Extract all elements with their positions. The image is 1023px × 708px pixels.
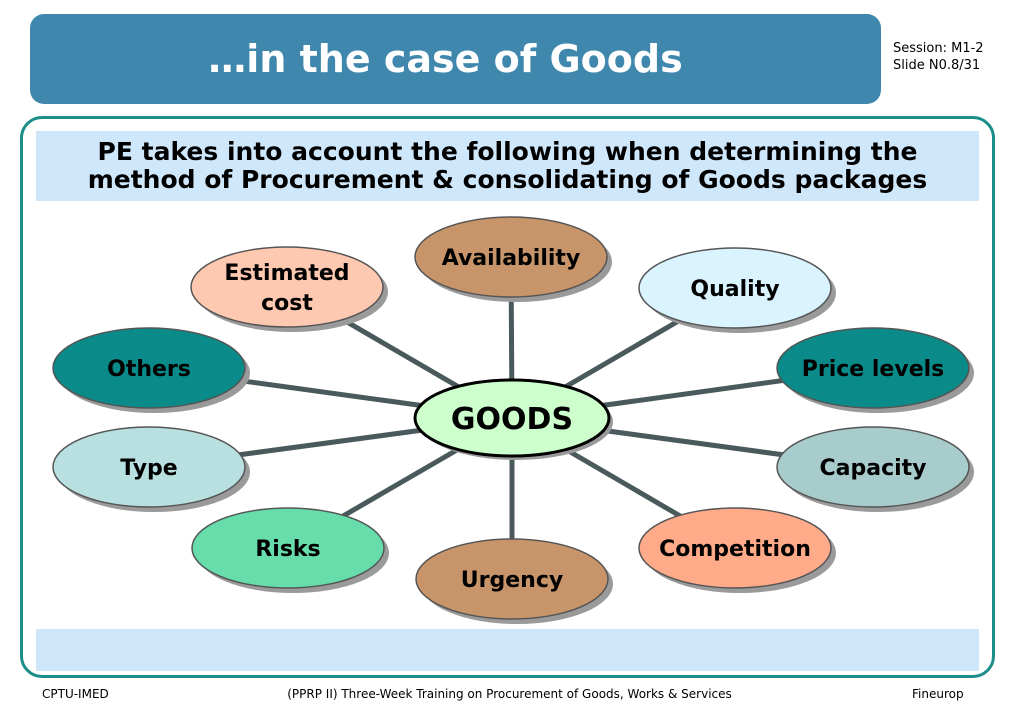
node-label-estimated-cost: cost: [261, 291, 313, 316]
node-type: Type: [52, 426, 250, 512]
footer-right: Fineurop: [912, 687, 964, 701]
node-label-competition: Competition: [659, 537, 811, 562]
center-node-ellipse: [413, 378, 611, 458]
node-ellipse-risks: [191, 507, 385, 589]
node-urgency: Urgency: [415, 538, 613, 624]
node-ellipse-others: [52, 327, 246, 409]
node-ellipse-urgency: [415, 538, 609, 620]
heading-text: PE takes into account the following when…: [87, 137, 928, 194]
bottom-band: [36, 629, 979, 671]
node-ellipse-price-levels: [776, 327, 970, 409]
slide-title: …in the case of Goods: [208, 37, 683, 81]
node-label-estimated-cost: Estimated: [224, 261, 349, 286]
node-label-risks: Risks: [255, 537, 320, 562]
session-label: Session: M1-2: [893, 41, 984, 56]
footer-left: CPTU-IMED: [42, 687, 109, 701]
node-availability: Availability: [414, 216, 612, 302]
node-label-capacity: Capacity: [819, 456, 926, 481]
node-quality: Quality: [638, 247, 836, 333]
node-ellipse-quality: [638, 247, 832, 329]
node-label-others: Others: [107, 357, 191, 382]
heading-band: PE takes into account the following when…: [36, 131, 979, 201]
node-capacity: Capacity: [776, 426, 974, 512]
node-ellipse-estimated-cost: [190, 246, 384, 328]
node-label-quality: Quality: [690, 277, 779, 302]
footer-center: (PPRP II) Three-Week Training on Procure…: [287, 687, 732, 701]
node-label-price-levels: Price levels: [802, 357, 945, 382]
node-ellipse-capacity: [776, 426, 970, 508]
node-label-type: Type: [120, 456, 177, 481]
title-banner: …in the case of Goods: [30, 14, 881, 104]
node-risks: Risks: [191, 507, 389, 593]
slide-number: Slide N0.8/31: [893, 58, 981, 73]
node-price-levels: Price levels: [776, 327, 974, 413]
node-label-availability: Availability: [442, 246, 581, 271]
content-frame: [20, 116, 995, 678]
center-node: GOODS: [413, 378, 613, 460]
node-competition: Competition: [638, 507, 836, 593]
node-ellipse-type: [52, 426, 246, 508]
node-ellipse-availability: [414, 216, 608, 298]
node-ellipse-competition: [638, 507, 832, 589]
node-estimated-cost: Estimated cost: [190, 246, 388, 332]
session-info: Session: M1-2 Slide N0.8/31: [893, 40, 984, 74]
node-label-urgency: Urgency: [461, 568, 563, 593]
node-others: Others: [52, 327, 250, 413]
center-node-label: GOODS: [451, 402, 573, 437]
